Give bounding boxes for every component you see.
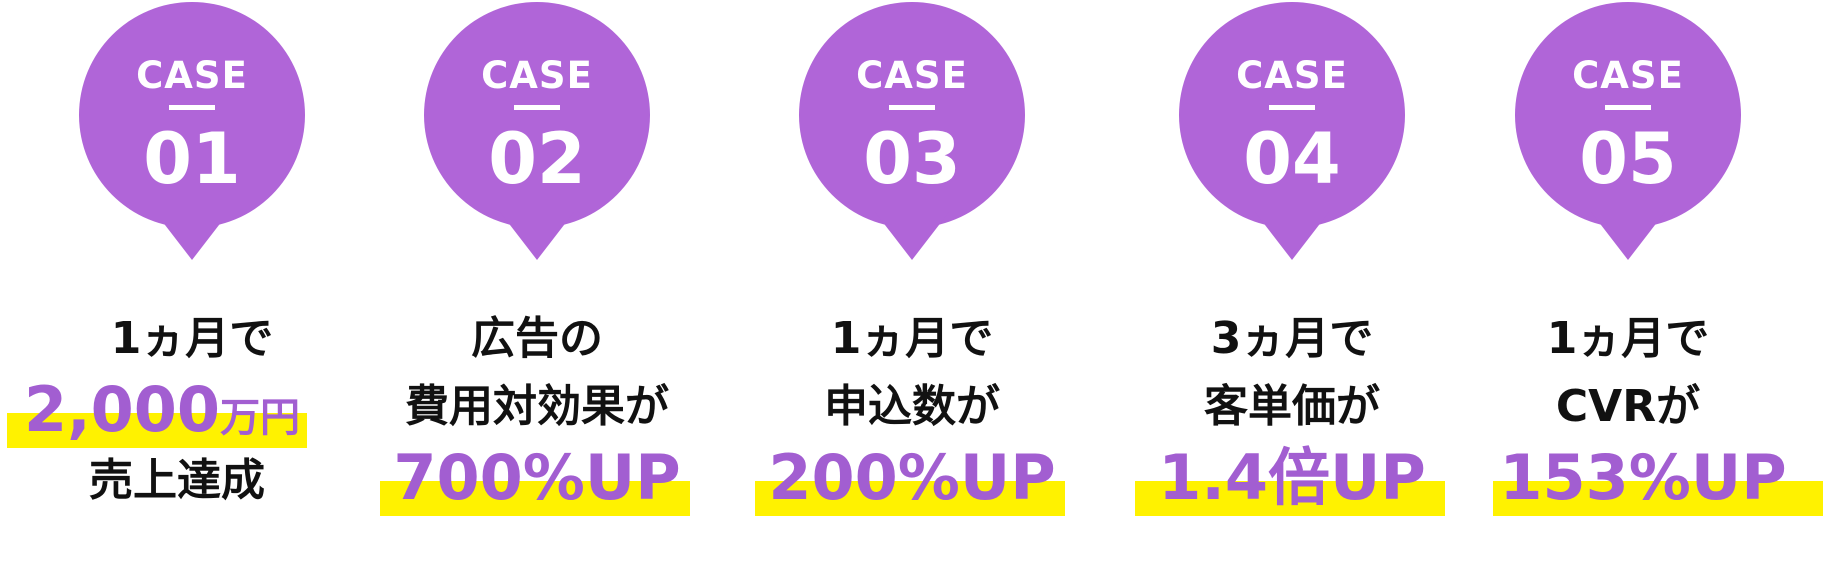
description-line: 3ヵ月で <box>1210 313 1374 364</box>
case-divider <box>514 105 560 110</box>
map-pin-badge: CASE 02 <box>422 2 652 264</box>
case-number: 04 <box>1243 118 1341 200</box>
case-number: 05 <box>1579 118 1677 200</box>
description-line: 客単価が <box>1204 381 1380 432</box>
description-line: 費用対効果が <box>405 381 669 432</box>
case-number: 01 <box>143 118 241 200</box>
highlight-value: 700%UP <box>393 441 681 514</box>
case-card-05: CASE 05 1ヵ月で CVRが 153%UP <box>1433 0 1823 581</box>
description-line: CVRが <box>1555 381 1701 432</box>
case-number: 02 <box>488 118 586 200</box>
highlight-result: 2,000万円 <box>0 373 387 448</box>
case-description: 広告の 費用対効果が 700%UP <box>342 305 732 516</box>
description-line: 1ヵ月で <box>830 313 994 364</box>
highlight-marker <box>380 481 690 516</box>
highlight-result: 700%UP <box>342 441 732 516</box>
case-card-04: CASE 04 3ヵ月で 客単価が 1.4倍UP <box>1097 0 1487 581</box>
case-card-03: CASE 03 1ヵ月で 申込数が 200%UP <box>717 0 1107 581</box>
description-line: 売上達成 <box>89 455 265 506</box>
case-description: 1ヵ月で 2,000万円 売上達成 <box>0 305 387 515</box>
case-number: 03 <box>863 118 961 200</box>
map-pin-icon <box>799 2 1025 260</box>
map-pin-badge: CASE 05 <box>1513 2 1743 264</box>
case-divider <box>169 105 215 110</box>
highlight-result: 1.4倍UP <box>1097 441 1487 516</box>
case-label: CASE <box>856 54 968 97</box>
case-label: CASE <box>1572 54 1684 97</box>
case-card-01: CASE 01 1ヵ月で 2,000万円 売上達成 <box>0 0 387 581</box>
case-label: CASE <box>1236 54 1348 97</box>
description-line: 申込数が <box>824 381 1000 432</box>
highlight-number: 2,000 <box>23 373 221 446</box>
map-pin-icon <box>424 2 650 260</box>
case-description: 3ヵ月で 客単価が 1.4倍UP <box>1097 305 1487 516</box>
description-line: 広告の <box>471 313 603 364</box>
highlight-marker <box>1493 481 1823 516</box>
highlight-result: 153%UP <box>1433 441 1823 516</box>
case-description: 1ヵ月で 申込数が 200%UP <box>717 305 1107 516</box>
description-line: 1ヵ月で <box>110 313 274 364</box>
case-divider <box>1269 105 1315 110</box>
map-pin-icon <box>79 2 305 260</box>
highlight-marker <box>7 413 307 448</box>
highlight-value: 2,000万円 <box>0 373 357 455</box>
highlight-marker <box>755 481 1065 516</box>
map-pin-badge: CASE 03 <box>797 2 1027 264</box>
map-pin-badge: CASE 04 <box>1177 2 1407 264</box>
case-label: CASE <box>136 54 248 97</box>
case-divider <box>1605 105 1651 110</box>
map-pin-icon <box>1179 2 1405 260</box>
description-line: 1ヵ月で <box>1546 313 1710 364</box>
map-pin-icon <box>1515 2 1741 260</box>
highlight-value: 200%UP <box>768 441 1056 514</box>
highlight-value: 1.4倍UP <box>1158 441 1426 514</box>
case-card-02: CASE 02 広告の 費用対効果が 700%UP <box>342 0 732 581</box>
map-pin-badge: CASE 01 <box>77 2 307 264</box>
highlight-result: 200%UP <box>717 441 1107 516</box>
highlight-value: 153%UP <box>1499 441 1787 514</box>
case-label: CASE <box>481 54 593 97</box>
highlight-marker <box>1135 481 1445 516</box>
highlight-unit: 万円 <box>220 395 301 441</box>
case-description: 1ヵ月で CVRが 153%UP <box>1433 305 1823 516</box>
case-divider <box>889 105 935 110</box>
